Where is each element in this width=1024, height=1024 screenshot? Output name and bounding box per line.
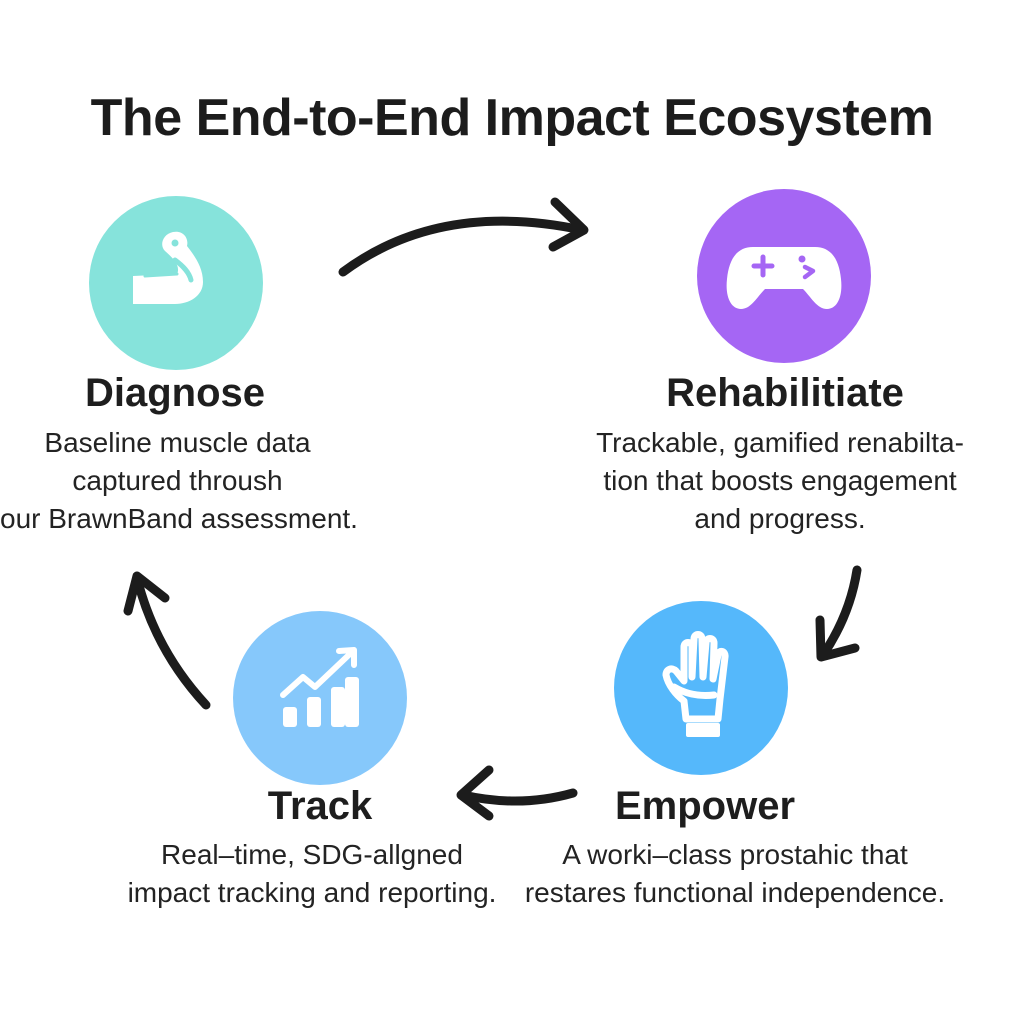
empower-title: Empower xyxy=(614,784,796,828)
diagnose-desc-line-1: Baseline muscle data xyxy=(44,427,311,458)
track-description: Real–time, SDG-allgned impact tracking a… xyxy=(112,836,512,912)
prosthetic-hand-icon xyxy=(662,631,729,737)
rehabilitate-desc-line-2: tion that boosts engagement xyxy=(603,465,957,496)
diagram-title: The End-to-End Impact Ecosystem xyxy=(90,89,934,147)
rehabilitate-title: Rehabilitiate xyxy=(666,371,904,415)
track-desc-line-1: Real–time, SDG-allgned xyxy=(161,839,463,870)
diagnose-description: Baseline muscle data captured throush ou… xyxy=(0,424,358,538)
empower-circle xyxy=(614,601,788,775)
track-title: Track xyxy=(267,784,373,828)
diagnose-desc-line-3: our BrawnBand assessment. xyxy=(0,503,358,534)
arrow-rehabilitate-to-empower xyxy=(815,565,862,662)
track-circle xyxy=(233,611,407,785)
game-controller-icon xyxy=(726,247,842,309)
empower-description: A worki–class prostahic that restares fu… xyxy=(505,836,965,912)
bar-chart-trend-icon xyxy=(280,647,359,727)
flexed-arm-icon xyxy=(133,231,203,304)
arrow-diagnose-to-rehabilitate xyxy=(338,197,589,277)
rehabilitate-circle xyxy=(697,189,871,363)
diagnose-title: Diagnose xyxy=(84,371,266,415)
diagnose-circle xyxy=(89,196,263,370)
empower-desc-line-2: restares functional independence. xyxy=(524,877,946,908)
rehabilitate-desc-line-1: Trackable, gamified renabilta- xyxy=(596,427,964,458)
rehabilitate-desc-line-3: and progress. xyxy=(694,503,866,534)
arrow-track-to-diagnose xyxy=(123,571,211,710)
empower-desc-line-1: A worki–class prostahic that xyxy=(562,839,908,870)
arrow-empower-to-track xyxy=(456,765,578,821)
track-desc-line-2: impact tracking and reporting. xyxy=(127,877,497,908)
diagnose-desc-line-2: captured throush xyxy=(72,465,283,496)
rehabilitate-description: Trackable, gamified renabilta- tion that… xyxy=(560,424,1000,538)
